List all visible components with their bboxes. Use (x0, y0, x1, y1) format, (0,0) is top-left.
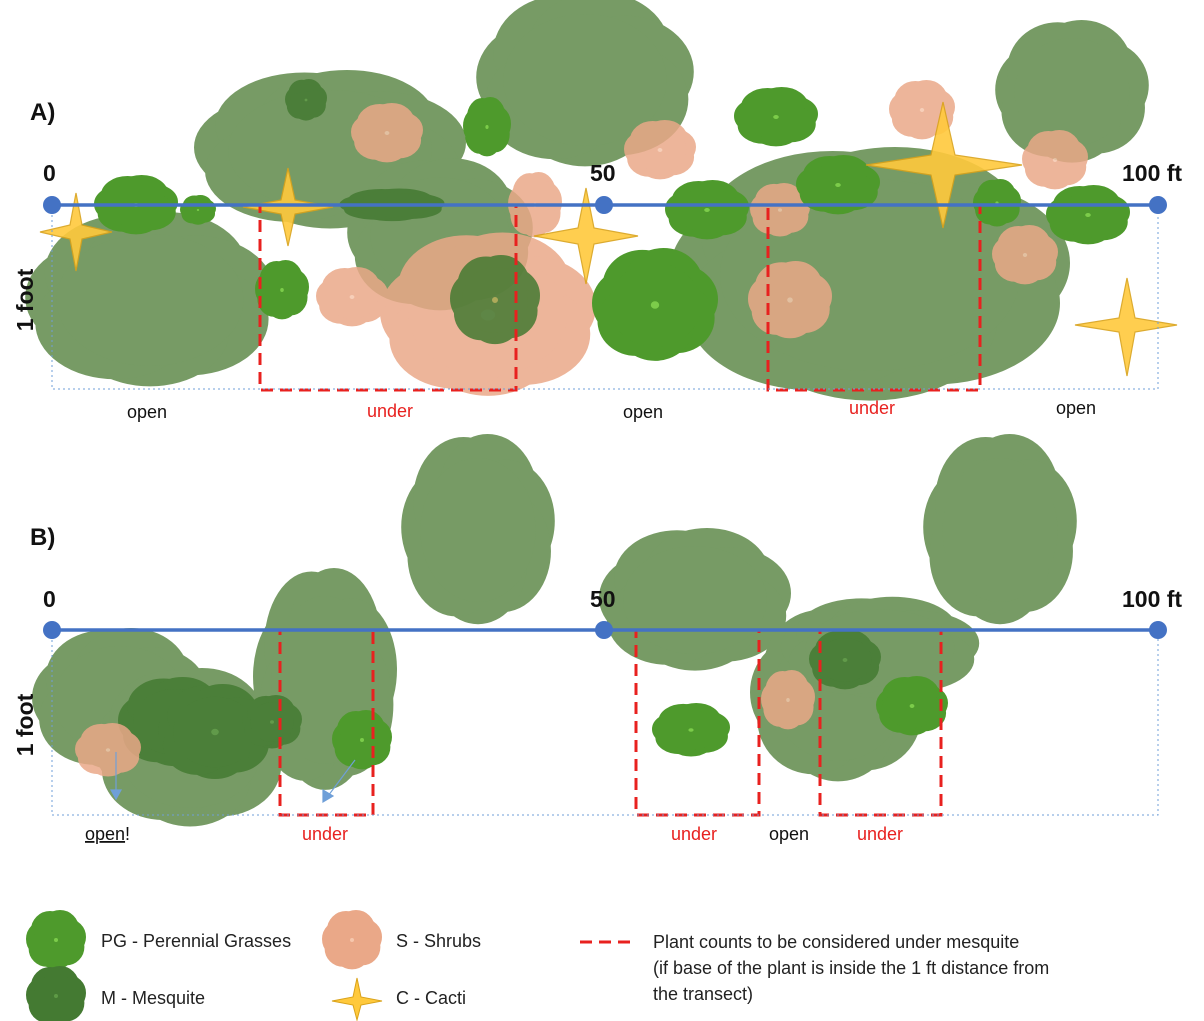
pointer-arrows (109, 752, 356, 804)
zone-label-open: open (769, 824, 809, 844)
perennial-grass (1060, 195, 1116, 234)
mesquite (252, 704, 292, 739)
panel-b: B) 0 50 100 ft 1 foot open! under under … (12, 470, 1182, 844)
transect-marker-50 (595, 196, 613, 214)
tick-label-100: 100 ft (1122, 160, 1182, 186)
tree-canopy (952, 470, 1048, 588)
perennial-grass (471, 107, 503, 146)
legend-label-dash-1: Plant counts to be considered under mesq… (653, 932, 1019, 952)
cactus (242, 167, 334, 247)
under-mesquite-zone (258, 203, 518, 392)
perennial-grass (810, 165, 866, 204)
shrub (636, 130, 684, 169)
shrub (900, 90, 944, 129)
zone-label-under: under (857, 824, 903, 844)
legend-label-dash-2: (if base of the plant is inside the 1 ft… (653, 958, 1049, 978)
side-label: 1 foot (12, 268, 38, 331)
transect-marker-0 (43, 621, 61, 639)
transect-marker-50 (595, 621, 613, 639)
transect-marker-0 (43, 196, 61, 214)
shrub (760, 192, 800, 227)
tick-label-50: 50 (590, 586, 616, 612)
legend-label-pg: PG - Perennial Grasses (101, 931, 291, 951)
shrub (1033, 140, 1077, 179)
zone-label-open-note: open! (85, 824, 130, 844)
cactus (1074, 277, 1178, 377)
cactus-icon (331, 977, 383, 1021)
perennial-grass-icon (36, 920, 76, 959)
one-foot-boundary (51, 205, 1159, 390)
cactus-group (39, 101, 1178, 377)
panel-a: A) 0 50 100 ft 1 foot open under open un… (12, 25, 1182, 422)
shrub-icon (332, 920, 372, 959)
tick-label-0: 0 (43, 160, 56, 186)
legend-label-m: M - Mesquite (101, 988, 205, 1008)
shrub (770, 680, 806, 719)
zone-label-open: open (127, 402, 167, 422)
cactus (533, 187, 639, 285)
shrub (363, 113, 411, 152)
perennial-grass (679, 190, 735, 229)
perennial-grass (342, 720, 382, 759)
legend-label-c: C - Cacti (396, 988, 466, 1008)
shrub (86, 732, 130, 767)
perennial-grass (186, 200, 210, 220)
cactus (39, 192, 113, 272)
perennial-grass (981, 187, 1013, 219)
transect-marker-100 (1149, 196, 1167, 214)
zone-label-under: under (367, 401, 413, 421)
panel-label: B) (30, 524, 55, 551)
legend: PG - Perennial Grasses M - Mesquite S - … (36, 920, 1049, 1021)
shrub (1003, 235, 1047, 274)
perennial-grass (665, 712, 717, 747)
tick-label-100: 100 ft (1122, 586, 1182, 612)
zone-label-under: under (302, 824, 348, 844)
legend-label-s: S - Shrubs (396, 931, 481, 951)
zone-label-open: open (1056, 398, 1096, 418)
perennial-grass (748, 97, 804, 136)
zone-label-open: open (623, 402, 663, 422)
shrub (328, 277, 376, 316)
perennial-grass (264, 270, 300, 309)
tree-canopy (517, 25, 653, 133)
side-label: 1 foot (12, 693, 38, 756)
cactus (865, 101, 1023, 229)
perennial-grass (888, 686, 936, 725)
zone-label-under: under (671, 824, 717, 844)
perennial-grass (613, 267, 697, 342)
tick-label-0: 0 (43, 586, 56, 612)
zone-label-under: under (849, 398, 895, 418)
mesquite (177, 700, 253, 763)
legend-label-dash-3: the transect) (653, 984, 753, 1004)
shrub (762, 274, 818, 325)
tree-canopy (430, 470, 526, 588)
panel-label: A) (30, 99, 55, 126)
mesquite-icon (36, 976, 76, 1015)
mesquite (821, 640, 869, 679)
tree-canopy (72, 245, 228, 353)
tick-label-50: 50 (590, 160, 616, 186)
tree-canopy (1024, 47, 1120, 136)
transect-marker-100 (1149, 621, 1167, 639)
mesquite (292, 86, 320, 114)
